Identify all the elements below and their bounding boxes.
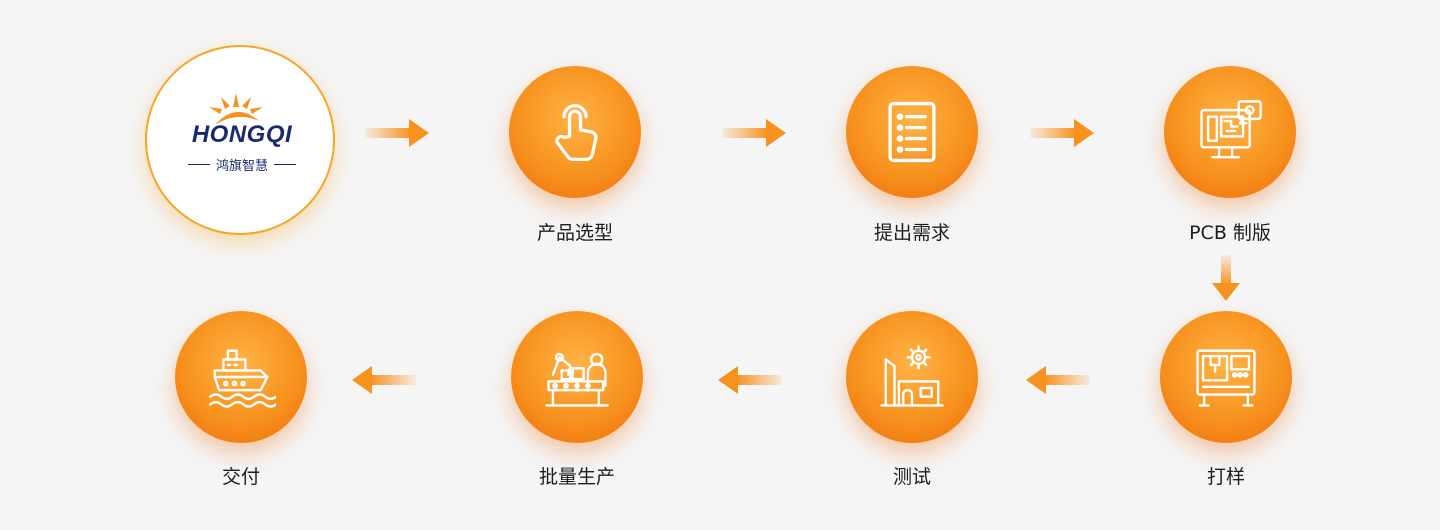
step-label: 批量生产 [538, 466, 615, 488]
step-label: 打样 [1206, 466, 1245, 488]
step-label: PCB 制版 [1189, 222, 1271, 244]
step-product-selection [509, 66, 641, 198]
brand-logo: HONGQI 鸿旗智慧 [145, 45, 335, 235]
step-delivery [175, 311, 307, 443]
step-sampling [1160, 311, 1292, 443]
arrow-right-icon [365, 119, 429, 147]
logo-rule-right [274, 164, 296, 165]
cargo-ship-icon [209, 349, 276, 408]
arrow-left-icon [1026, 366, 1090, 394]
sampling-machine-icon [1196, 349, 1256, 407]
step-label: 产品选型 [536, 222, 613, 244]
logo-wordmark: HONGQI [191, 121, 293, 148]
step-pcb-plate [1164, 66, 1296, 198]
step-label: 测试 [892, 466, 931, 488]
step-testing [846, 311, 978, 443]
touch-hand-icon [555, 104, 598, 161]
logo-subtitle: 鸿旗智慧 [215, 159, 268, 174]
arrow-left-icon [718, 366, 782, 394]
list-document-icon [888, 101, 936, 163]
logo-rule-left [187, 164, 210, 165]
step-label: 提出需求 [873, 222, 950, 244]
arrow-right-icon [722, 119, 786, 147]
arrow-down-icon [1212, 255, 1240, 301]
testing-facility-icon [880, 345, 944, 407]
sun-icon [209, 93, 263, 125]
step-label: 交付 [221, 466, 260, 488]
pcb-design-monitor-icon [1200, 100, 1262, 159]
step-mass-production [511, 311, 643, 443]
mass-production-icon [545, 352, 609, 407]
arrow-right-icon [1030, 119, 1094, 147]
step-submit-requirements [846, 66, 978, 198]
arrow-left-icon [352, 366, 416, 394]
